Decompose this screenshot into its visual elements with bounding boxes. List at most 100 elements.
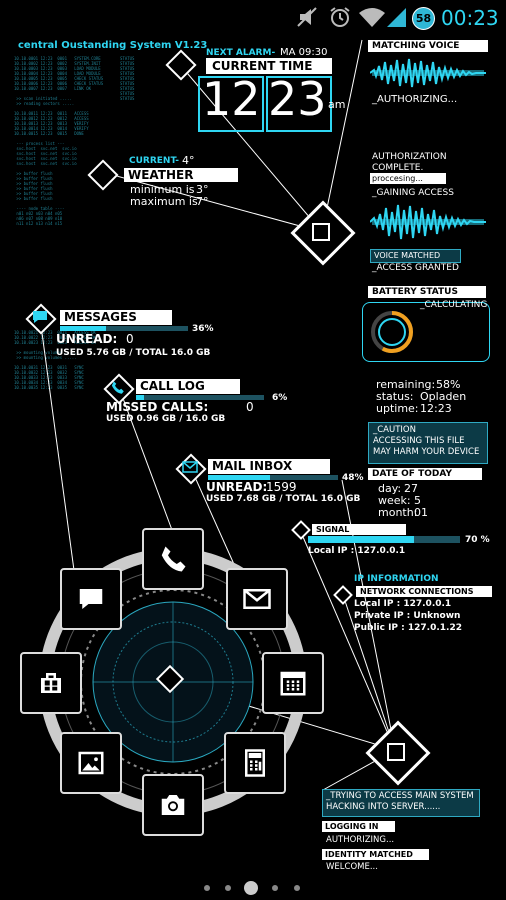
dock-phone-button[interactable] (142, 528, 204, 590)
call-log-widget[interactable]: CALL LOG 6% MISSED CALLS: 0 USED 0.96 GB… (100, 372, 290, 427)
battery-status-value: Opladen (420, 390, 467, 403)
date-month-label: month: (378, 506, 418, 519)
next-alarm-value: MA 09:30 (280, 47, 328, 58)
weather-widget[interactable]: CURRENT- 4° WEATHER minimum is 3° maximu… (84, 152, 244, 212)
hub-square-icon (312, 223, 330, 241)
current-time-title: CURRENT TIME (206, 58, 332, 74)
date-title: DATE OF TODAY (368, 468, 482, 480)
signal-title: SIGNAL (312, 524, 406, 535)
voice-title: MATCHING VOICE (368, 40, 488, 52)
hack-authorizing: AUTHORIZING... (326, 835, 395, 845)
caution-line3: MAY HARM YOUR DEVICE (373, 447, 480, 457)
hack-square-icon (387, 743, 405, 761)
voice-gaining: _GAINING ACCESS (372, 188, 454, 198)
ip-network-title: NETWORK CONNECTIONS (356, 586, 492, 597)
gallery-icon (78, 751, 104, 775)
signal-percent: 70 % (465, 535, 490, 545)
signal-progress (308, 536, 460, 543)
call-log-phone-icon (111, 381, 124, 394)
hack-welcome: WELCOME... (326, 862, 378, 872)
background-code-left: 10.10.0001 12:23 0001 SYSTEM.CORE 10.10.… (14, 56, 104, 226)
clock-widget[interactable]: NEXT ALARM- MA 09:30 CURRENT TIME 12 23 … (160, 44, 360, 132)
page-dot-4[interactable] (272, 885, 278, 891)
voice-authorizing: _AUTHORIZING... (372, 94, 458, 105)
page-dot-5[interactable] (294, 885, 300, 891)
hack-line1: _TRYING TO ACCESS MAIN SYSTEM (326, 791, 474, 801)
dock-calendar-button[interactable] (262, 652, 324, 714)
notification-badge: 58 (412, 7, 435, 30)
next-alarm-label: NEXT ALARM- (206, 48, 276, 58)
system-title: central Oustanding System V1.23 (18, 40, 208, 51)
mail-title: MAIL INBOX (208, 459, 330, 474)
messages-icon (33, 311, 47, 323)
ip-private: Private IP : Unknown (354, 611, 461, 621)
phone-icon (161, 546, 186, 572)
weather-max-label: maximum is (130, 195, 198, 208)
camera-icon (161, 795, 185, 815)
call-log-progress (136, 395, 264, 400)
page-dot-2[interactable] (225, 885, 231, 891)
ip-title: IP INFORMATION (354, 574, 439, 584)
messages-unread-value: 0 (126, 332, 134, 346)
status-bar: 58 00:23 (0, 0, 506, 34)
mail-widget[interactable]: MAIL INBOX 48% UNREAD: 1599 USED 7.68 GB… (172, 452, 372, 507)
page-dot-1[interactable] (204, 885, 210, 891)
signal-icon (387, 8, 406, 27)
clock-minutes-box (266, 76, 332, 132)
battery-remaining-label: remaining: (376, 378, 436, 391)
weather-title: WEATHER (124, 168, 238, 182)
mute-icon (297, 7, 317, 27)
date-week-value: 5 (414, 494, 421, 507)
hack-identity: IDENTITY MATCHED (322, 849, 429, 860)
mail-progress (208, 475, 338, 480)
caution-line2: ACCESSING THIS FILE (373, 436, 465, 446)
mail-unread-label: UNREAD: (206, 480, 268, 494)
hack-box: _TRYING TO ACCESS MAIN SYSTEM HACKING IN… (322, 789, 480, 817)
calculator-icon (245, 749, 265, 777)
battery-remaining-value: 58% (436, 378, 461, 391)
voice-processing: proccesing... (370, 173, 446, 184)
voice-granted: _ACCESS GRANTED (372, 263, 459, 273)
mail-unread-value: 1599 (266, 480, 297, 494)
page-dot-3-active[interactable] (244, 881, 258, 895)
dock-mail-button[interactable] (226, 568, 288, 630)
clock-hours: 12 (202, 72, 261, 126)
date-panel: DATE OF TODAY day: 27 week: 5 month: 01 (368, 466, 488, 522)
ip-panel: IP INFORMATION NETWORK CONNECTIONS Local… (330, 572, 500, 638)
ip-diamond-icon (333, 585, 353, 605)
caution-line1: _CAUTION (373, 425, 416, 435)
status-time: 00:23 (441, 6, 499, 30)
call-log-used: USED 0.96 GB / 16.0 GB (106, 414, 226, 424)
clock-diamond-icon (165, 49, 197, 81)
weather-min-label: minimum is (130, 183, 195, 196)
battery-frame (362, 302, 490, 362)
messages-used: USED 5.76 GB / TOTAL 16.0 GB (56, 348, 211, 358)
date-week-label: week: (378, 494, 411, 507)
call-log-missed-value: 0 (246, 400, 254, 414)
messages-title: MESSAGES (60, 310, 172, 325)
messages-widget[interactable]: MESSAGES 36% UNREAD: 0 USED 5.76 GB / TO… (22, 302, 214, 362)
battery-title: BATTERY STATUS (368, 286, 486, 298)
voice-waveform-2 (370, 204, 486, 240)
store-icon (41, 673, 61, 693)
ip-public: Public IP : 127.0.1.22 (354, 623, 462, 633)
radial-dock (18, 522, 328, 842)
battery-calculating: _CALCULATING (420, 300, 488, 310)
date-day-value: 27 (404, 482, 418, 495)
weather-max-value: 7° (196, 195, 209, 208)
weather-diamond-icon (87, 159, 119, 191)
dock-store-button[interactable] (20, 652, 82, 714)
messages-unread-label: UNREAD: (56, 332, 118, 346)
calendar-icon (280, 671, 306, 696)
dock-camera-button[interactable] (142, 774, 204, 836)
dock-calculator-button[interactable] (224, 732, 286, 794)
voice-complete: AUTHORIZATION COMPLETE. (372, 152, 447, 173)
call-log-missed-label: MISSED CALLS: (106, 400, 209, 414)
dock-messages-button[interactable] (60, 568, 122, 630)
mail-icon (243, 589, 271, 609)
voice-panel: MATCHING VOICE _AUTHORIZING... AUTHORIZA… (366, 38, 491, 278)
battery-status-label: status: (376, 390, 414, 403)
signal-panel: SIGNAL 70 % Local IP : 127.0.0.1 (290, 520, 496, 560)
call-log-title: CALL LOG (136, 379, 240, 394)
dock-gallery-button[interactable] (60, 732, 122, 794)
